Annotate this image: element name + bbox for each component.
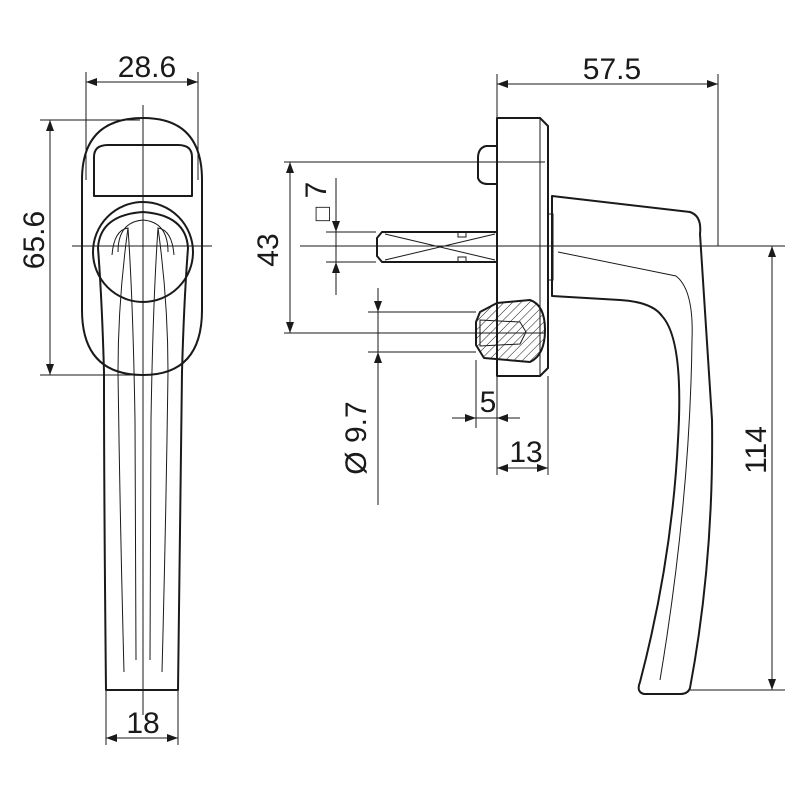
side-lever xyxy=(551,195,714,695)
dim-screw-diameter: Ø 9.7 xyxy=(340,401,373,474)
square-spindle xyxy=(376,231,498,263)
dim-body-width: 28.6 xyxy=(118,51,176,84)
grip-contour-left xyxy=(111,227,129,673)
front-dimensions: 28.6 65.6 18 xyxy=(18,51,199,745)
locating-pin xyxy=(477,145,497,185)
dim-spindle-square-symbol: □ xyxy=(309,206,336,221)
dim-grip-width: 18 xyxy=(126,707,159,740)
screw-boss-section xyxy=(475,299,546,363)
grip-contour-mid-left xyxy=(127,227,137,661)
front-view xyxy=(72,105,212,715)
dim-spindle-square: 7 xyxy=(300,182,333,199)
grip-contour-right xyxy=(157,227,175,673)
dim-body-height: 65.6 xyxy=(18,211,51,269)
dim-spindle-offset: 43 xyxy=(252,233,285,266)
dim-lever-length: 114 xyxy=(740,426,773,474)
dim-base-depth: 13 xyxy=(509,436,542,469)
side-dimensions: 57.5 43 □ 7 Ø 9.7 5 13 xyxy=(252,53,785,691)
cover-cap xyxy=(93,144,193,197)
side-view xyxy=(284,117,785,695)
rosette-outline xyxy=(81,117,203,376)
dim-total-depth: 57.5 xyxy=(583,53,641,86)
grip-contour-mid-right xyxy=(149,227,159,661)
dim-screw-offset: 5 xyxy=(480,386,497,419)
